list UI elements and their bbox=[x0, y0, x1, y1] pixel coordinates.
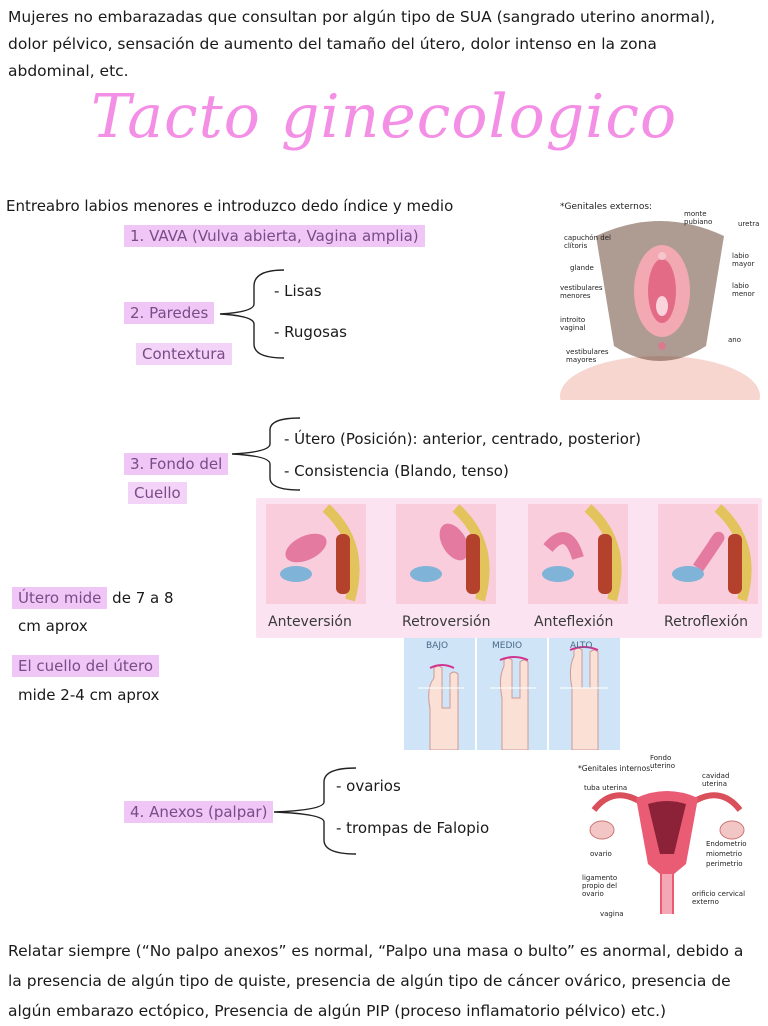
note-utero-highlight: Útero mide bbox=[12, 587, 108, 609]
step-2-label: 2. Paredes bbox=[124, 302, 215, 324]
label-capuchon: capuchón del clítoris bbox=[564, 234, 611, 250]
label-retroversion: Retroversión bbox=[402, 614, 491, 630]
page-title: Tacto ginecologico bbox=[90, 82, 678, 152]
step-3-sublabel: Cuello bbox=[128, 482, 187, 504]
label-ovario: ovario bbox=[590, 850, 612, 858]
genitales-externos-figure: *Genitales externos: monte pubiano uretr… bbox=[556, 196, 764, 436]
outro-paragraph: Relatar siempre (“No palpo anexos” es no… bbox=[8, 942, 744, 1020]
cervix-height-panel: BAJO MEDIO ALTO bbox=[404, 638, 620, 750]
genitales-externos-illustration bbox=[556, 196, 764, 436]
step-4-item-ovarios: - ovarios bbox=[336, 777, 401, 795]
step-3-item-consistencia: - Consistencia (Blando, tenso) bbox=[284, 462, 509, 480]
uterus-positions-panel: Anteversión Retroversión Anteflexión Ret… bbox=[256, 498, 762, 638]
label-endometrio: Endometrio bbox=[706, 840, 747, 848]
label-perimetrio: perimetrio bbox=[706, 860, 743, 868]
note-utero-line2: cm aprox bbox=[18, 617, 88, 635]
step-3-item-utero: - Útero (Posición): anterior, centrado, … bbox=[284, 430, 641, 448]
label-orificio-cervical: orificio cervical externo bbox=[692, 890, 746, 906]
label-alto: ALTO bbox=[570, 641, 593, 651]
cervix-height-illustration bbox=[418, 638, 608, 750]
uterus-positions-illustration bbox=[266, 504, 758, 604]
genitales-externos-heading: *Genitales externos: bbox=[560, 202, 653, 212]
label-introito-vaginal: introito vaginal bbox=[560, 316, 586, 332]
label-bajo: BAJO bbox=[426, 641, 449, 651]
label-ano: ano bbox=[728, 336, 742, 344]
step-3-label: 3. Fondo del bbox=[124, 453, 229, 475]
brace-step-3 bbox=[231, 417, 301, 491]
genitales-internos-heading: *Genitales internos: bbox=[578, 764, 653, 773]
note-cuello-line2: mide 2-4 cm aprox bbox=[18, 686, 160, 704]
step-2b: Contextura bbox=[136, 340, 232, 368]
step-4-label: 4. Anexos (palpar) bbox=[124, 801, 274, 823]
label-labio-menor: labio menor bbox=[732, 282, 755, 298]
label-anteflexion: Anteflexión bbox=[534, 614, 614, 630]
label-glande: glande bbox=[570, 264, 594, 272]
label-ligamento-ovario: ligamento propio del ovario bbox=[582, 874, 618, 898]
step-2: 2. Paredes bbox=[124, 299, 215, 327]
step-4: 4. Anexos (palpar) bbox=[124, 798, 274, 826]
step-2-item-lisas: - Lisas bbox=[274, 282, 322, 300]
label-monte-pubiano: monte pubiano bbox=[684, 210, 713, 226]
label-tuba-uterina: tuba uterina bbox=[584, 784, 628, 792]
brace-step-2 bbox=[219, 269, 285, 359]
label-vagina: vagina bbox=[600, 910, 624, 918]
label-vestibulares-mayores: vestibulares mayores bbox=[566, 348, 609, 364]
note-cuello: El cuello del útero bbox=[12, 652, 159, 680]
label-uretra: uretra bbox=[738, 220, 760, 228]
step-3: 3. Fondo del bbox=[124, 450, 229, 478]
note-utero-value: de 7 a 8 bbox=[107, 589, 174, 607]
step-2-item-rugosas: - Rugosas bbox=[274, 323, 347, 341]
label-anteversion: Anteversión bbox=[268, 614, 352, 630]
label-medio: MEDIO bbox=[492, 641, 523, 651]
step-intro: Entreabro labios menores e introduzco de… bbox=[6, 197, 454, 215]
note-cuello-highlight: El cuello del útero bbox=[12, 655, 159, 677]
step-3b: Cuello bbox=[128, 479, 187, 507]
label-labio-mayor: labio mayor bbox=[732, 252, 755, 268]
step-1-label: 1. VAVA (Vulva abierta, Vagina amplia) bbox=[124, 225, 425, 247]
genitales-internos-figure: *Genitales internos: Fondo uterino tuba … bbox=[574, 754, 760, 924]
step-1: 1. VAVA (Vulva abierta, Vagina amplia) bbox=[124, 222, 425, 250]
step-4-item-trompas: - trompas de Falopio bbox=[336, 819, 490, 837]
label-retroflexion: Retroflexión bbox=[664, 614, 749, 630]
label-miometrio: miometrio bbox=[706, 850, 743, 858]
label-fondo-uterino: Fondo uterino bbox=[650, 754, 676, 770]
genitales-internos-illustration bbox=[574, 754, 760, 924]
brace-step-4 bbox=[273, 767, 357, 855]
label-vestibulares-menores: vestibulares menores bbox=[560, 284, 603, 300]
intro-paragraph: Mujeres no embarazadas que consultan por… bbox=[8, 8, 716, 80]
step-2-sublabel: Contextura bbox=[136, 343, 232, 365]
label-cavidad-uterina: cavidad uterina bbox=[702, 772, 730, 788]
note-utero: Útero mide de 7 a 8 bbox=[12, 584, 174, 612]
